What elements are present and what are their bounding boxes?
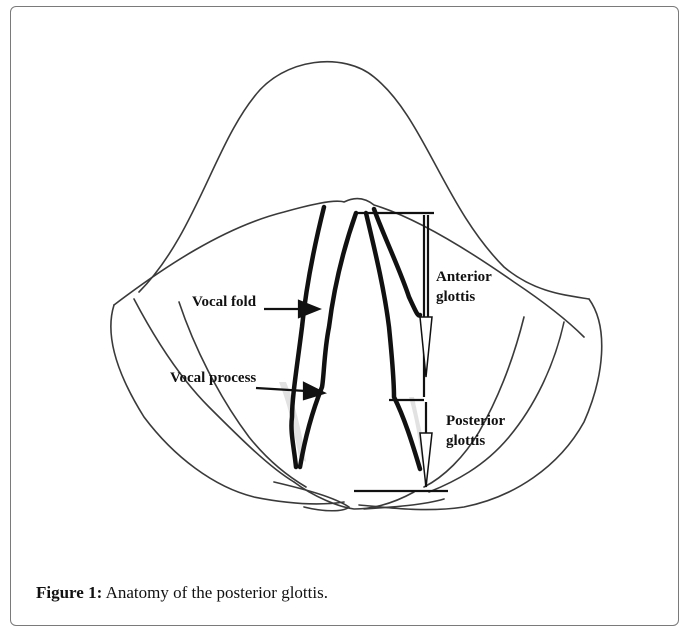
right-inner-contour — [424, 317, 524, 487]
glottis-illustration: Vocal fold Vocal process Anterior glotti… — [44, 37, 672, 557]
left-arytenoid — [274, 482, 349, 511]
caption-label: Figure 1: — [36, 583, 102, 602]
right-arytenoid — [364, 499, 444, 509]
label-vocal-process: Vocal process — [170, 370, 256, 386]
vocal-fold-pointer-head — [299, 301, 319, 317]
glottis-drawing: Vocal fold Vocal process Anterior glotti… — [44, 37, 672, 557]
right-cuneiform-outline — [429, 322, 564, 492]
label-anterior-line1: Anterior — [436, 269, 492, 285]
left-inner-vocal-fold — [300, 213, 356, 467]
right-outer-vocal-fold — [374, 209, 420, 315]
caption-text: Anatomy of the posterior glottis. — [102, 583, 328, 602]
anterior-arrow-head — [420, 317, 432, 377]
vocal-process-pointer-line — [256, 388, 306, 391]
figure-caption: Figure 1: Anatomy of the posterior glott… — [36, 583, 328, 603]
posterior-commissure — [294, 482, 414, 509]
label-posterior-line2: glottis — [446, 433, 485, 449]
left-cuneiform-outline — [134, 299, 294, 482]
label-anterior-line2: glottis — [436, 289, 475, 305]
figure-frame: Vocal fold Vocal process Anterior glotti… — [10, 6, 679, 626]
label-vocal-fold: Vocal fold — [192, 294, 257, 310]
label-posterior-line1: Posterior — [446, 413, 505, 429]
epiglottis-outline — [139, 62, 589, 299]
